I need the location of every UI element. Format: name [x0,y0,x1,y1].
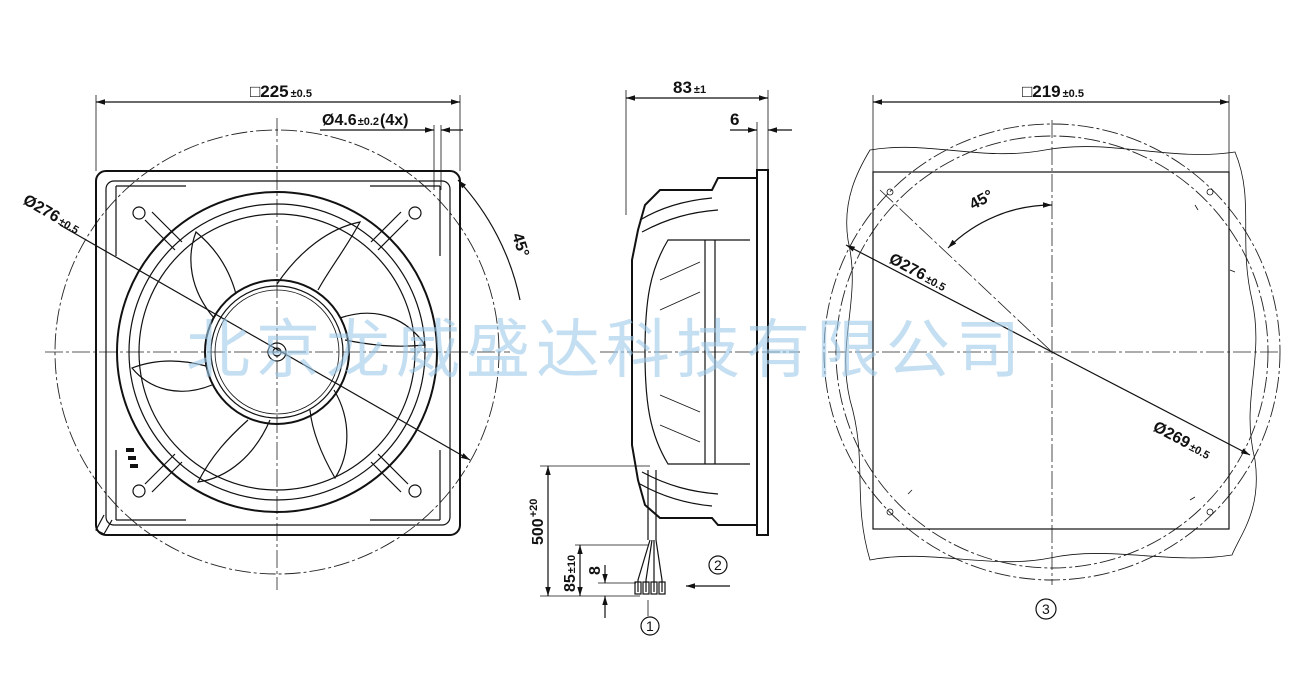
venturi-ring-outer [116,191,438,513]
motor-shaft [267,342,287,362]
corner-chamfer-tr [370,185,441,256]
callout-1-number: 1 [646,618,654,634]
cutout-view [823,95,1281,620]
label-marks [126,448,138,468]
cutout-hole-tl [886,188,894,196]
front-hole-label: Ø4.6±0.2(4x) [322,112,408,129]
callout-1-circle [640,616,660,636]
lead-ferrule-3 [650,581,658,595]
cutout-hole-bl [886,508,894,516]
front-view [45,95,521,590]
impeller-blades [131,221,427,483]
cutout-dia-269-leader [1051,351,1251,456]
mount-hole-br [408,484,422,498]
cutout-hole-tr [1206,188,1214,196]
mount-hole-tr [408,206,422,220]
front-dia-leader [59,224,471,461]
fan-housing-square [95,170,461,536]
cutout-angle-label: 45° [967,187,996,213]
side-housing-body [631,177,757,526]
side-blade-lines [659,261,701,443]
cutout-hole-br [1206,508,1214,516]
corner-chamfer-tl [115,185,186,256]
side-flange-plate [756,169,769,536]
tip-length-label: 8 [587,566,604,575]
cutout-dia-269-label: Ø269±0.5 [1150,419,1213,463]
cutout-square [872,171,1230,530]
lead-ferrule-1 [634,581,642,595]
side-strut-top [639,197,719,233]
callout-3-number: 3 [1042,601,1050,617]
lead-ferrule-4 [658,581,666,595]
side-lead-4 [655,539,663,592]
front-dia-label: Ø276±0.5 [20,192,83,238]
lead-ferrule-2 [642,581,650,595]
side-housing-inner [644,239,750,465]
side-cable-bundle [647,470,657,540]
strut-tr [370,211,409,251]
mount-hole-bl [132,484,146,498]
corner-chamfer-br [370,450,441,521]
fan-housing-inner [105,180,451,526]
motor-hub-ring-2 [214,289,340,415]
lead-length-label: 500+20 [528,499,547,545]
venturi-ring-mid [128,203,426,501]
corner-chamfer-bl [115,450,186,521]
side-depth-label: 83±1 [673,78,706,97]
cutout-width-label: □219±0.5 [1022,82,1084,101]
motor-hub-ring [210,285,344,419]
cutout-break-outline [845,146,1257,563]
front-angle-label: 45° [508,231,532,259]
strip-length-label: 85±10 [562,555,579,592]
strut-br [370,453,409,493]
company-watermark: 北京龙威盛达科技有限公司 [186,314,1026,388]
side-lead-1 [637,539,651,592]
mount-hole-tl [132,206,146,220]
cutout-ticks [907,204,1236,501]
side-strut-bottom [639,471,719,507]
venturi-ring-inner [138,213,416,491]
side-flange-label: 6 [730,110,739,129]
motor-hub-outer [204,279,350,425]
side-view [540,90,800,636]
callout-3-circle [1035,598,1057,620]
front-width-label: □225±0.5 [250,82,312,101]
cutout-diagonal-centerline [879,189,1053,353]
strut-bl [144,453,183,493]
cutout-dia-276-label: Ø276±0.5 [886,251,949,295]
side-lead-2 [645,539,653,592]
callout-2-number: 2 [714,557,722,573]
cutout-dia-276-leader [845,244,1053,353]
cable-exit [95,514,113,535]
strut-tl [144,211,183,251]
front-angle-arc [457,179,521,301]
callout-2-circle [708,555,728,575]
cutout-angle-arc [947,202,1053,249]
